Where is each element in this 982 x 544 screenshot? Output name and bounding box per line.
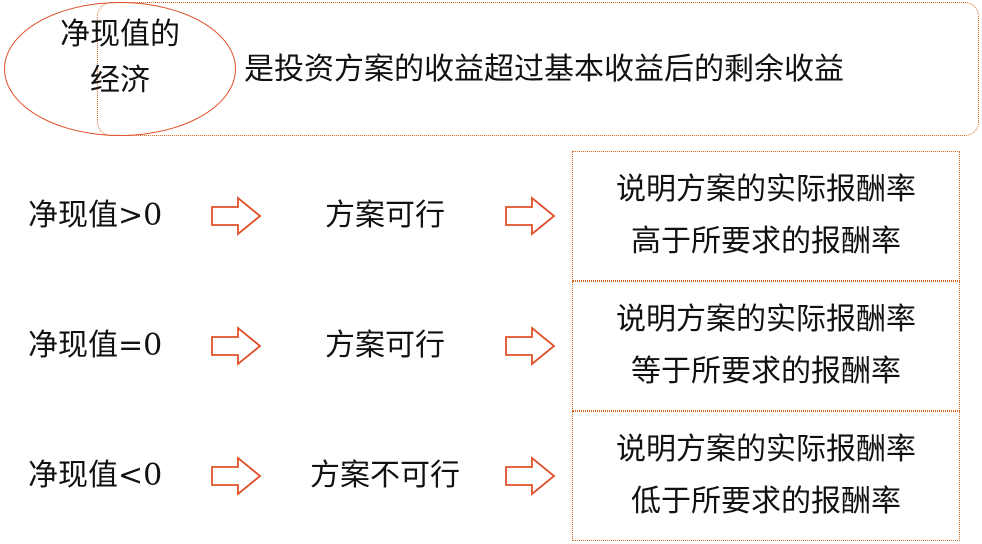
condition-positive: 净现值>0 bbox=[28, 198, 163, 233]
result-feasible: 方案可行 bbox=[325, 328, 445, 363]
condition-negative: 净现值<0 bbox=[28, 458, 163, 493]
explanation-line-1: 说明方案的实际报酬率 bbox=[616, 302, 916, 337]
arrow-icon bbox=[211, 196, 262, 236]
explanation-box-positive: 说明方案的实际报酬率 高于所要求的报酬率 bbox=[572, 151, 960, 281]
term-line-2: 经济 bbox=[90, 63, 150, 98]
explanation-line-1: 说明方案的实际报酬率 bbox=[616, 172, 916, 207]
term-label: 净现值的 经济 bbox=[30, 12, 210, 104]
arrow-icon bbox=[505, 196, 556, 236]
arrow-icon bbox=[505, 456, 556, 496]
condition-zero: 净现值=0 bbox=[28, 328, 163, 363]
result-feasible: 方案可行 bbox=[325, 198, 445, 233]
explanation-line-1: 说明方案的实际报酬率 bbox=[616, 432, 916, 467]
arrow-icon bbox=[211, 326, 262, 366]
arrow-icon bbox=[211, 456, 262, 496]
term-line-1: 净现值的 bbox=[60, 17, 180, 52]
explanation-box-zero: 说明方案的实际报酬率 等于所要求的报酬率 bbox=[572, 281, 960, 411]
explanation-line-2: 高于所要求的报酬率 bbox=[631, 224, 901, 259]
arrow-icon bbox=[505, 326, 556, 366]
definition-text: 是投资方案的收益超过基本收益后的剩余收益 bbox=[244, 52, 844, 87]
explanation-line-2: 低于所要求的报酬率 bbox=[631, 484, 901, 519]
result-infeasible: 方案不可行 bbox=[310, 458, 460, 493]
term-ellipse bbox=[4, 2, 236, 136]
explanation-line-2: 等于所要求的报酬率 bbox=[631, 354, 901, 389]
explanation-box-negative: 说明方案的实际报酬率 低于所要求的报酬率 bbox=[572, 411, 960, 541]
